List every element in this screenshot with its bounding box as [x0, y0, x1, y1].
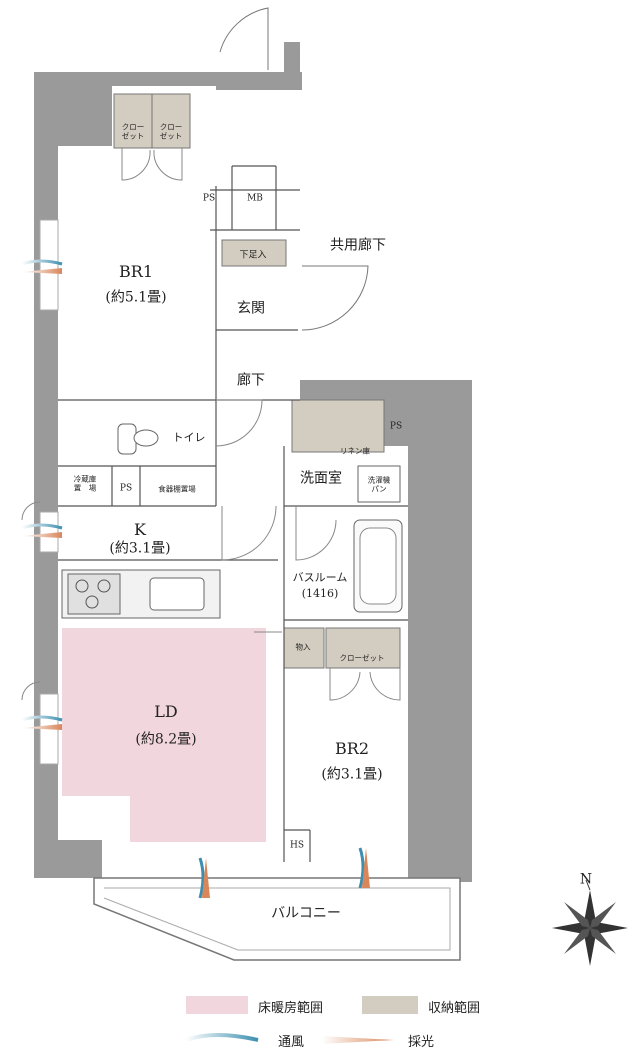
br2-area: (約3.1畳) — [321, 766, 383, 783]
entry-door-swing — [301, 265, 369, 331]
ld-name: LD — [154, 702, 178, 721]
east-wall — [300, 380, 472, 882]
legend-sun-icon — [322, 1036, 394, 1044]
closet2-label: クロー ゼット — [160, 123, 183, 140]
compass-north-label: N — [579, 871, 593, 888]
fridge-line1: 冷蔵庫 — [73, 474, 97, 484]
closet1-line1: クロー — [121, 122, 145, 132]
top-wall-block — [284, 42, 300, 82]
door-swings — [21, 148, 401, 701]
burner — [75, 579, 89, 593]
top-door-swing — [219, 7, 269, 70]
washer-label: 洗濯機 パン — [368, 476, 391, 493]
br2-name: BR2 — [335, 739, 369, 758]
br1-area: (約5.1畳) — [105, 289, 167, 306]
kitchen-area: (約3.1畳) — [109, 540, 171, 557]
closet1-line2: ゼット — [121, 131, 145, 140]
toilet-fixture — [117, 423, 137, 455]
right-walls — [216, 72, 302, 90]
floor-heating-area — [62, 628, 266, 842]
balcony-area — [93, 877, 461, 961]
ps1-label: PS — [202, 193, 216, 204]
legend-ventilation-label: 通風 — [278, 1035, 305, 1050]
closet-br2-label: クローゼット — [339, 653, 385, 663]
fridge-line2: 置 場 — [73, 483, 97, 492]
kitchen-name: K — [134, 520, 146, 539]
vent-markers — [21, 259, 365, 899]
compass-rose — [552, 879, 628, 966]
legend-vent-icon — [185, 1033, 259, 1042]
closet2-box — [151, 93, 191, 149]
common-corridor-label: 共用廊下 — [330, 237, 386, 254]
washer-line2: パン — [371, 484, 387, 493]
closet-br2-box — [325, 627, 401, 669]
washroom-label: 洗面室 — [300, 470, 342, 487]
closet1-label: クロー ゼット — [122, 123, 145, 140]
bathtub-inner — [359, 527, 397, 605]
washer-line1: 洗濯機 — [367, 475, 391, 485]
legend-daylight-label: 採光 — [408, 1035, 435, 1050]
balcony-inner — [103, 887, 451, 951]
cupboard-label: 食器棚置場 — [158, 484, 196, 494]
linen-label: リネン庫 — [340, 446, 370, 456]
legend-floor-heating-label: 床暖房範囲 — [258, 1001, 324, 1016]
shoe-box — [221, 239, 287, 267]
closet2-line2: ゼット — [159, 131, 183, 140]
entrance-label: 玄関 — [237, 300, 265, 317]
window-k — [39, 511, 59, 553]
hallway-label: 廊下 — [237, 372, 265, 389]
ps3-label: PS — [119, 483, 133, 494]
bathroom-name: バスルーム — [292, 571, 348, 585]
burner — [85, 595, 99, 609]
linen-box — [291, 399, 385, 453]
storage-box — [283, 627, 325, 669]
legend-floor-heating-swatch — [186, 996, 248, 1014]
sun-markers — [22, 268, 370, 898]
storage-label: 物入 — [295, 642, 311, 652]
ps2-label: PS — [389, 421, 403, 432]
burner — [97, 579, 111, 593]
legend-storage-swatch — [362, 996, 418, 1014]
br1-name: BR1 — [119, 262, 153, 281]
shoe-box-label: 下足入 — [239, 250, 267, 261]
washer-pan — [357, 465, 401, 503]
hs-label: HS — [289, 840, 305, 851]
mb-label: MB — [247, 193, 263, 204]
balcony-label: バルコニー — [271, 905, 341, 922]
sink — [149, 577, 205, 611]
ld-area: (約8.2畳) — [135, 731, 197, 748]
window-br1 — [39, 219, 59, 311]
closet2-line1: クロー — [159, 122, 183, 132]
toilet-label: トイレ — [172, 431, 206, 445]
toilet-bowl — [133, 429, 159, 447]
legend-storage-label: 収納範囲 — [428, 1001, 481, 1016]
bathroom-size: (1416) — [301, 587, 339, 601]
fridge-label: 冷蔵庫 置 場 — [74, 475, 97, 492]
